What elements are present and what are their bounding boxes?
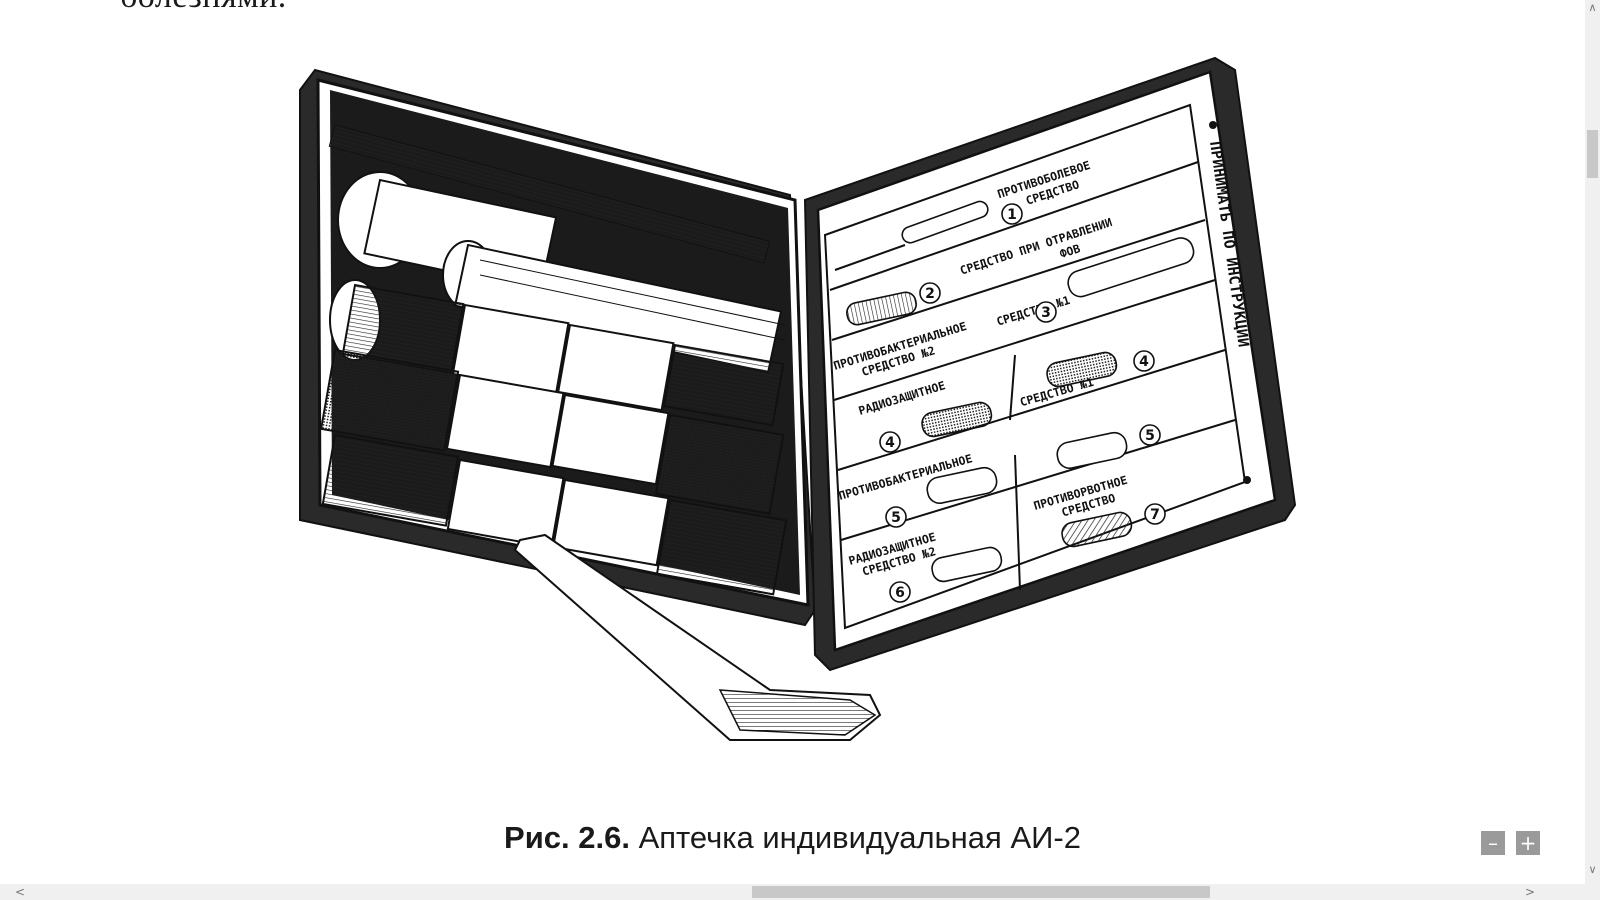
item-number-7: 7 <box>1150 507 1160 523</box>
document-viewer: болезнями. <box>0 0 1585 856</box>
figure-caption: Рис. 2.6. Аптечка индивидуальная АИ-2 <box>0 820 1585 856</box>
figure-caption-label: Рис. 2.6. <box>504 820 630 855</box>
item-number-5: 5 <box>1145 428 1155 444</box>
item-2-label-2: ФОВ <box>1058 241 1082 261</box>
item-number-6: 6 <box>895 585 905 601</box>
page-text-fragment: болезнями. <box>120 0 287 16</box>
scroll-down-icon[interactable]: ∨ <box>1588 863 1597 876</box>
vertical-scrollbar[interactable]: ∧ ∨ <box>1585 0 1600 884</box>
figure-caption-text: Аптечка индивидуальная АИ-2 <box>629 820 1081 855</box>
item-number-2: 2 <box>925 286 935 302</box>
item-number-4b: 4 <box>885 435 895 451</box>
item-number-4: 4 <box>1139 354 1149 370</box>
scroll-up-icon[interactable]: ∧ <box>1588 1 1597 14</box>
scroll-left-icon[interactable]: < <box>14 885 26 899</box>
scrollbar-corner <box>1585 884 1600 900</box>
scroll-right-icon[interactable]: > <box>1524 885 1536 899</box>
item-number-3: 3 <box>1041 305 1051 321</box>
kit-lid: ПРОТИВОБОЛЕВОЕ СРЕДСТВО СРЕДСТВО ПРИ ОТР… <box>803 56 1297 672</box>
vertical-scroll-thumb[interactable] <box>1587 130 1598 178</box>
horizontal-scroll-thumb[interactable] <box>752 886 1210 898</box>
zoom-in-button[interactable]: + <box>1516 831 1540 855</box>
kit-base <box>299 68 817 627</box>
item-number-1: 1 <box>1007 207 1017 223</box>
kit-tab <box>513 533 882 741</box>
zoom-out-button[interactable]: – <box>1481 831 1505 855</box>
horizontal-scrollbar[interactable]: < > <box>0 884 1585 900</box>
item-number-5b: 5 <box>891 510 901 526</box>
first-aid-kit-illustration: ПРОТИВОБОЛЕВОЕ СРЕДСТВО СРЕДСТВО ПРИ ОТР… <box>270 50 1320 770</box>
